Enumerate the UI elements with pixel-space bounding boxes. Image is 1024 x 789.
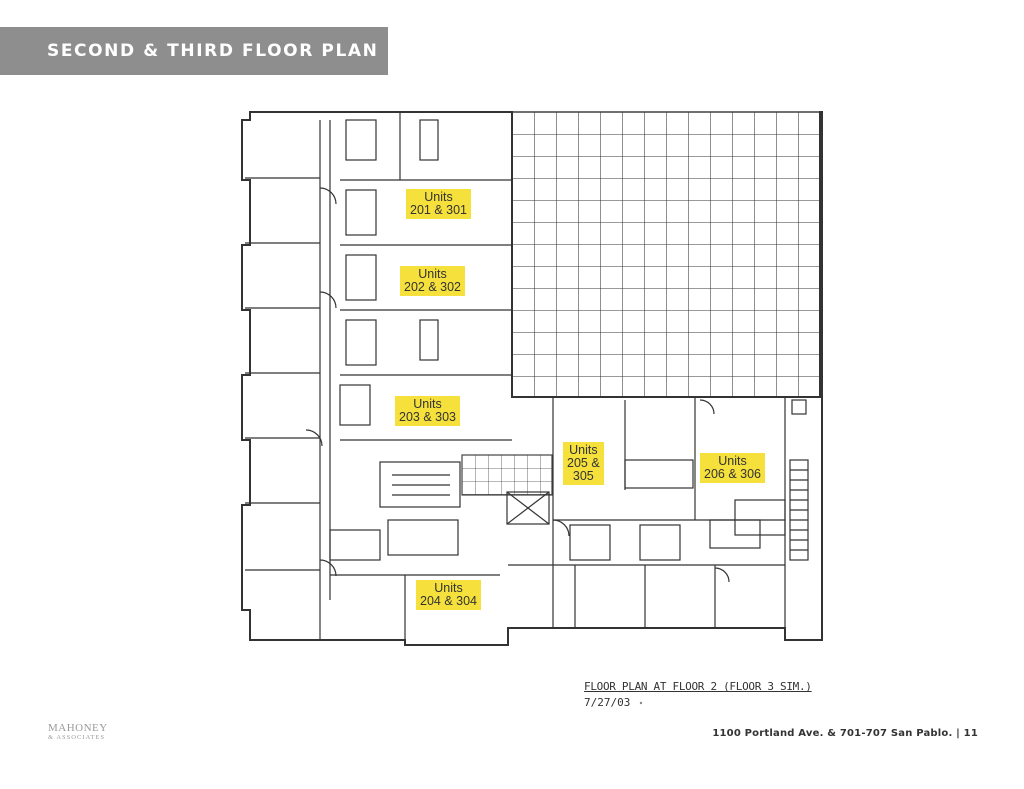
building-outline <box>241 111 823 646</box>
stair-core <box>379 461 461 508</box>
unit-label-203-303: Units 203 & 303 <box>395 396 460 426</box>
footer-address-page: 1100 Portland Ave. & 701-707 San Pablo. … <box>712 728 978 739</box>
floor-plan-caption: FLOOR PLAN AT FLOOR 2 (FLOOR 3 SIM.) <box>584 680 812 693</box>
unit-label-205-305: Units 205 & 305 <box>563 442 604 485</box>
plaza-grid <box>461 454 553 496</box>
logo-subtitle: & ASSOCIATES <box>48 734 105 741</box>
elevator-shaft <box>506 491 550 525</box>
courtyard-grid <box>511 111 821 398</box>
page-title: SECOND & THIRD FLOOR PLAN <box>47 41 379 61</box>
unit-label-206-306: Units 206 & 306 <box>700 453 765 483</box>
unit-label-204-304: Units 204 & 304 <box>416 580 481 610</box>
logo-name: MAHONEY <box>48 722 108 734</box>
unit-label-201-301: Units 201 & 301 <box>406 189 471 219</box>
floor-plan-date: 7/27/03 <box>584 696 631 709</box>
title-bar: SECOND & THIRD FLOOR PLAN <box>0 27 388 75</box>
unit-label-202-302: Units 202 & 302 <box>400 266 465 296</box>
